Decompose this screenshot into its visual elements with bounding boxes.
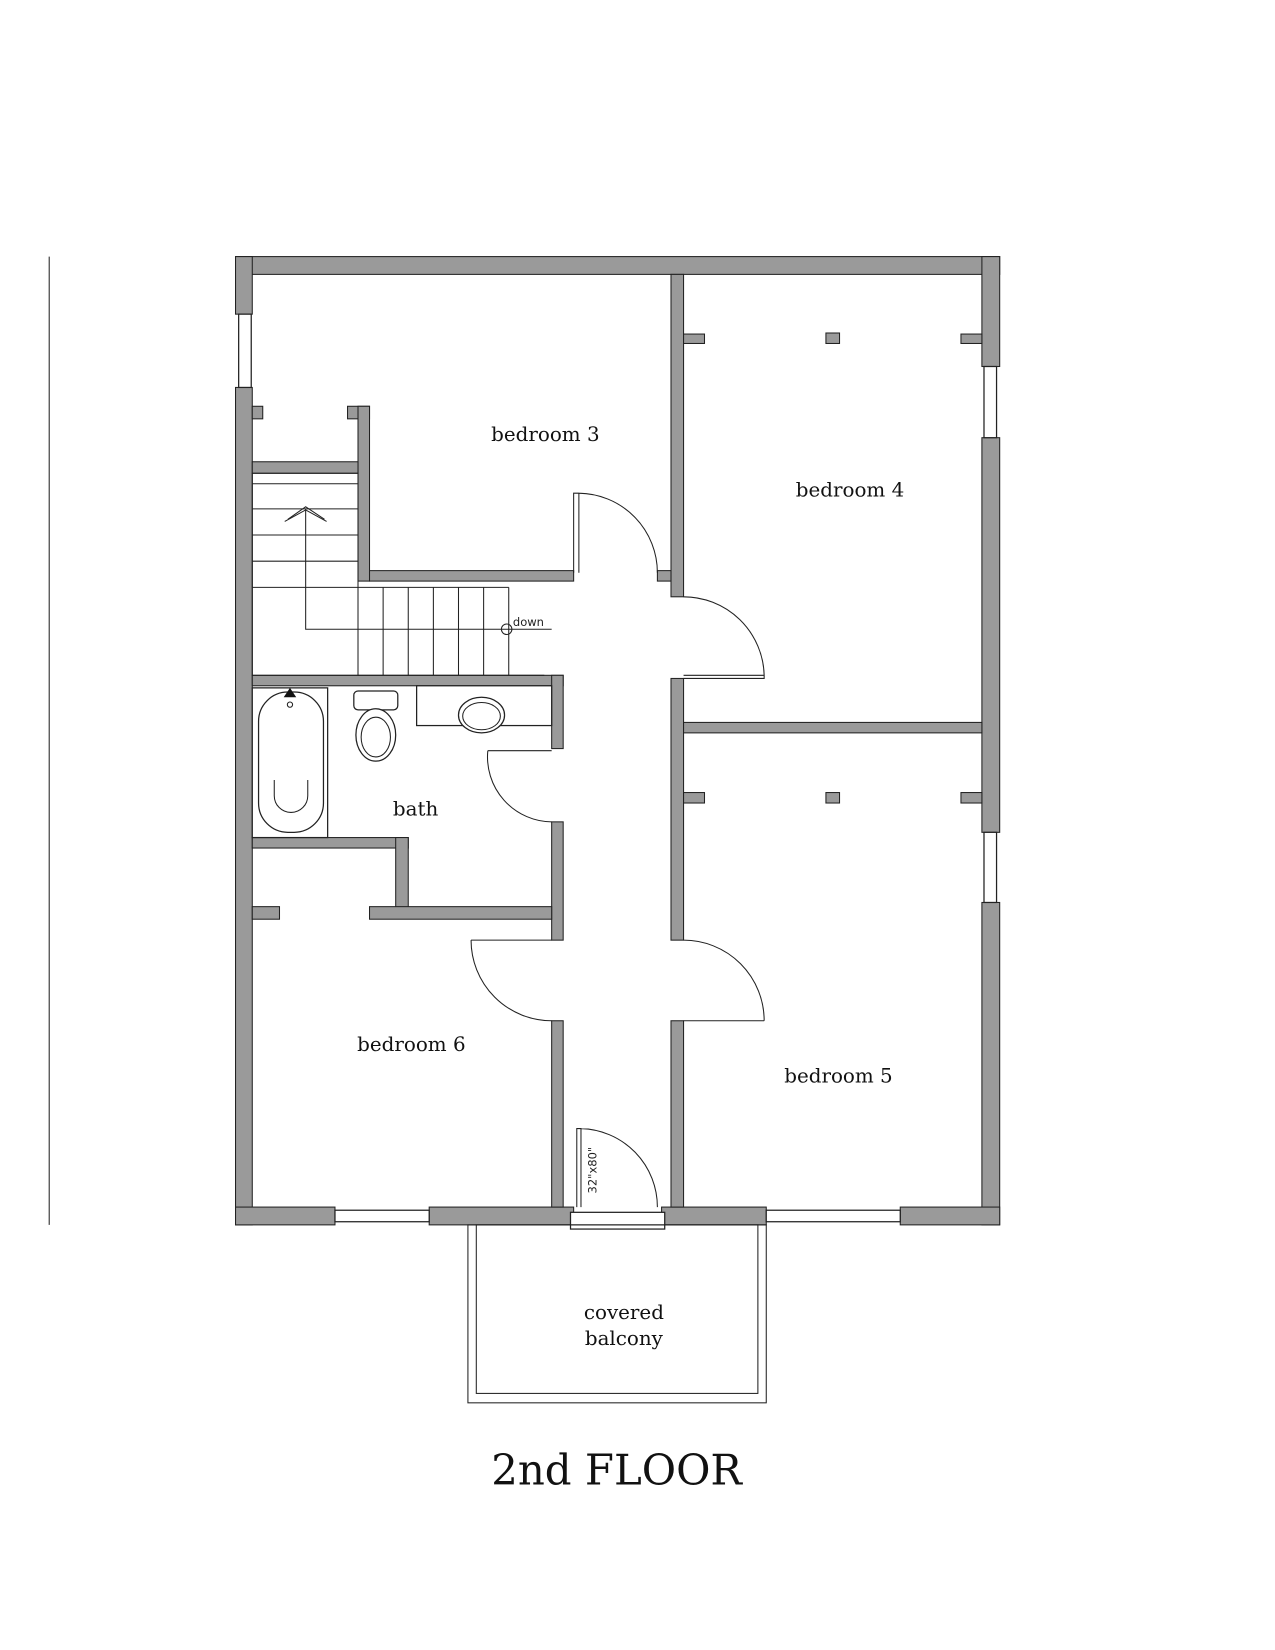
floor-title: 2nd FLOOR xyxy=(491,1445,743,1494)
label-balcony-line1: covered xyxy=(584,1301,664,1324)
up-arrow-icon xyxy=(287,506,325,520)
windows xyxy=(238,313,998,1230)
stair-direction-label: down xyxy=(513,615,544,629)
stair-start-marker xyxy=(500,623,513,636)
label-bedroom-4: bedroom 4 xyxy=(796,478,904,501)
door-size-label: 32"x80" xyxy=(586,1147,600,1194)
sink-icon xyxy=(457,696,506,734)
label-bedroom-6: bedroom 6 xyxy=(357,1033,465,1056)
walls xyxy=(235,256,1001,1226)
bath-fixtures xyxy=(251,685,553,839)
room-labels: bedroom 3 bedroom 4 bath bedroom 6 bedro… xyxy=(357,423,904,1350)
faucet-icon xyxy=(283,687,297,698)
staircase: down xyxy=(251,472,552,676)
label-balcony-line2: balcony xyxy=(585,1327,664,1350)
label-bath: bath xyxy=(393,798,439,821)
toilet-icon xyxy=(353,690,399,762)
label-bedroom-5: bedroom 5 xyxy=(784,1065,892,1088)
balcony xyxy=(467,1224,767,1404)
label-bedroom-3: bedroom 3 xyxy=(491,423,599,446)
doors: 32"x80" xyxy=(470,492,765,1208)
